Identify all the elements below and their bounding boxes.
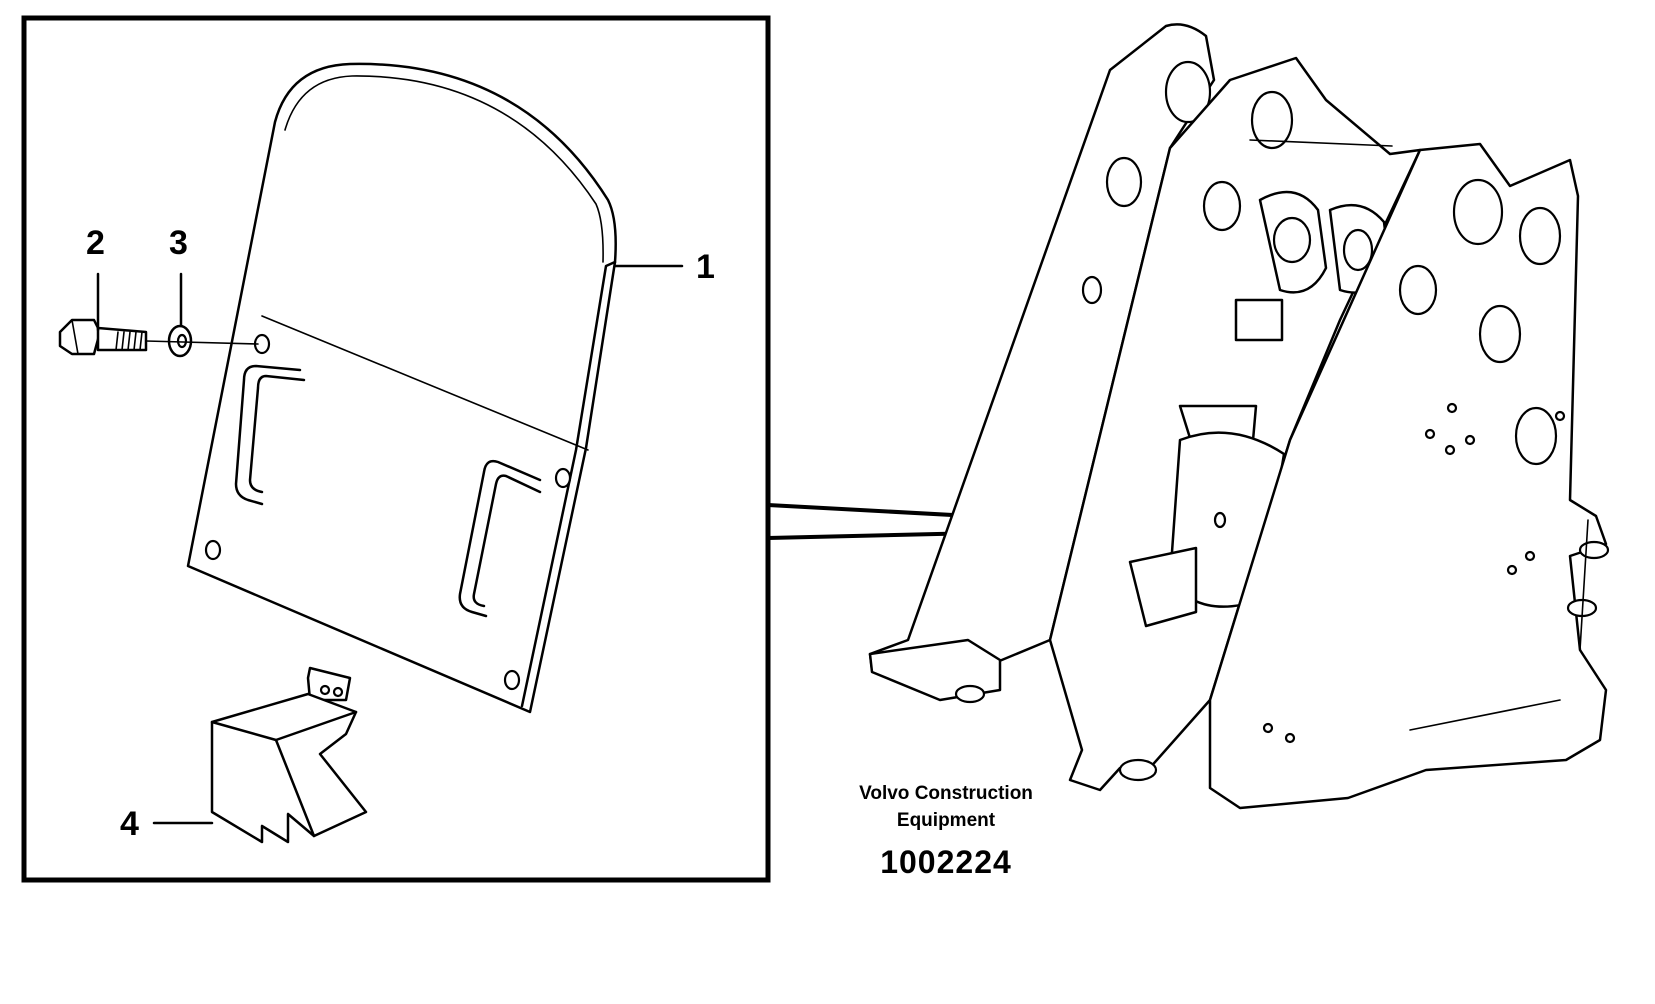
callout-3: 3	[169, 224, 188, 262]
callout-leaders	[96, 264, 684, 825]
callout-2: 2	[86, 224, 105, 262]
bolt-part	[58, 318, 148, 356]
caption-line2: Equipment	[897, 810, 996, 831]
detail-frame	[21, 15, 771, 883]
bracket-part	[210, 666, 368, 844]
caption-number: 1002224	[880, 844, 1012, 880]
assembly-axis	[145, 340, 259, 345]
callout-1: 1	[696, 248, 715, 286]
callout-4: 4	[120, 805, 139, 843]
frame-assembly	[868, 23, 1610, 810]
caption-line1: Volvo Construction	[859, 783, 1033, 804]
cover-plate-part	[186, 62, 617, 714]
